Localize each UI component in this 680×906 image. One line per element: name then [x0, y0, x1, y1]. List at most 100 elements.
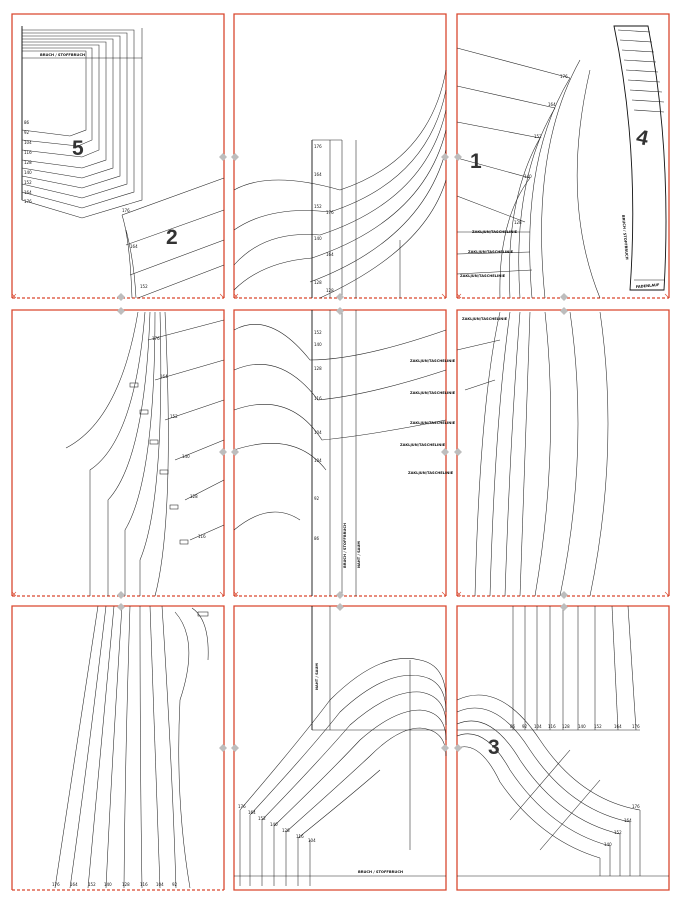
pocket-line-b2-4: ZAKLJUN/TASCHELINIE — [400, 443, 446, 447]
hem-label-c2: NAHT / SAUM — [315, 663, 319, 690]
tile-c1: 176 164 152 140 128 116 104 92 — [11, 603, 227, 891]
svg-text:86: 86 — [510, 724, 516, 729]
svg-text:164: 164 — [130, 244, 138, 249]
tile-a1: BRUCH / STOFFBRUCH 5 86 92 104 116 128 1… — [11, 13, 227, 301]
piece-number-2: 2 — [166, 226, 178, 249]
fold-label-c2: BRUCH / STOFFBRUCH — [358, 870, 403, 874]
svg-text:152: 152 — [534, 134, 542, 139]
pocket-line-b2-2: ZAKLJUN/TASCHELINIE — [410, 391, 456, 395]
svg-text:140: 140 — [524, 174, 532, 179]
svg-text:92: 92 — [314, 496, 320, 501]
tile-b2: ZAKLJUN/TASCHELINIE ZAKLJUN/TASCHELINIE … — [231, 307, 456, 599]
tile-b3: ZAKLJUN/TASCHELINIE — [454, 307, 670, 599]
crop-marks — [11, 293, 670, 597]
svg-text:116: 116 — [140, 882, 148, 887]
svg-text:92: 92 — [522, 724, 528, 729]
svg-text:104: 104 — [24, 140, 32, 145]
svg-text:176: 176 — [632, 804, 640, 809]
hem-label-b2: NAHT / SAUM — [357, 541, 361, 568]
svg-text:152: 152 — [170, 414, 178, 419]
svg-text:152: 152 — [88, 882, 96, 887]
svg-text:176: 176 — [24, 199, 32, 204]
fold-label-b2: BRUCH / STOFFBRUCH — [343, 523, 347, 568]
pattern-piece-5: BRUCH / STOFFBRUCH 5 86 92 104 116 128 1… — [21, 26, 143, 219]
svg-text:116: 116 — [24, 150, 32, 155]
svg-text:164: 164 — [314, 172, 322, 177]
svg-text:86: 86 — [314, 536, 320, 541]
svg-text:152: 152 — [140, 284, 148, 289]
svg-text:116: 116 — [314, 396, 322, 401]
svg-text:164: 164 — [160, 374, 168, 379]
svg-text:176: 176 — [52, 882, 60, 887]
svg-text:128: 128 — [282, 828, 290, 833]
svg-text:92: 92 — [172, 882, 178, 887]
svg-text:128: 128 — [314, 366, 322, 371]
svg-text:128: 128 — [562, 724, 570, 729]
pocket-line-2: ZAKLJUN/TASCHELINIE — [468, 250, 514, 254]
tile-c2: BRUCH / STOFFBRUCH NAHT / SAUM 176 164 1… — [231, 603, 449, 891]
svg-text:176: 176 — [560, 74, 568, 79]
svg-text:128: 128 — [326, 288, 334, 293]
svg-text:140: 140 — [314, 342, 322, 347]
svg-text:116: 116 — [198, 534, 206, 539]
svg-text:152: 152 — [24, 180, 32, 185]
pocket-line-b2-1: ZAKLJUN/TASCHELINIE — [410, 359, 456, 363]
tile-a2: 176 164 152 140 128 176 164 128 — [231, 13, 449, 301]
svg-text:176: 176 — [314, 144, 322, 149]
svg-text:164: 164 — [70, 882, 78, 887]
pattern-piece-1: 1 ZAKLJUN/TASCHELINIE ZAKLJUN/TASCHELINI… — [456, 47, 601, 299]
tile-c3: 3 86 92 104 116 128 140 152 164 176 176 … — [454, 603, 670, 891]
svg-text:140: 140 — [314, 236, 322, 241]
svg-text:176: 176 — [326, 210, 334, 215]
svg-text:164: 164 — [614, 724, 622, 729]
svg-text:128: 128 — [314, 280, 322, 285]
svg-text:140: 140 — [270, 822, 278, 827]
pocket-line-b2-5: ZAKLJUN/TASCHELINIE — [408, 471, 454, 475]
svg-text:176: 176 — [632, 724, 640, 729]
svg-text:140: 140 — [24, 170, 32, 175]
svg-text:128: 128 — [190, 494, 198, 499]
piece-number-5: 5 — [72, 137, 84, 160]
svg-text:164: 164 — [548, 102, 556, 107]
svg-text:140: 140 — [578, 724, 586, 729]
svg-text:92: 92 — [24, 130, 30, 135]
grain-label-4: FADENLAUF — [636, 283, 660, 289]
svg-text:86: 86 — [24, 120, 30, 125]
piece-number-4: 4 — [634, 125, 651, 150]
svg-text:128: 128 — [122, 882, 130, 887]
svg-text:116: 116 — [296, 834, 304, 839]
fold-label-5: BRUCH / STOFFBRUCH — [40, 53, 85, 57]
svg-text:164: 164 — [624, 818, 632, 823]
svg-text:164: 164 — [326, 252, 334, 257]
pocket-line-1: ZAKLJUN/TASCHELINIE — [472, 230, 518, 234]
pattern-piece-4: 4 BRUCH / STOFFBRUCH FADENLAUF — [613, 25, 667, 291]
svg-text:176: 176 — [238, 804, 246, 809]
svg-text:104: 104 — [534, 724, 542, 729]
svg-text:140: 140 — [182, 454, 190, 459]
svg-text:164: 164 — [248, 810, 256, 815]
pocket-line-b3: ZAKLJUN/TASCHELINIE — [462, 317, 508, 321]
svg-text:104: 104 — [156, 882, 164, 887]
piece-number-1: 1 — [470, 150, 482, 173]
svg-text:116: 116 — [548, 724, 556, 729]
svg-text:140: 140 — [604, 842, 612, 847]
pocket-line-b2-3: ZAKLJUN/TASCHELINIE — [410, 421, 456, 425]
svg-text:104: 104 — [308, 838, 316, 843]
svg-text:128: 128 — [24, 160, 32, 165]
svg-text:164: 164 — [24, 190, 32, 195]
svg-text:140: 140 — [104, 882, 112, 887]
piece-number-3: 3 — [488, 736, 500, 759]
svg-text:152: 152 — [314, 330, 322, 335]
tile-b1: 176 164 152 140 128 116 — [11, 307, 227, 599]
svg-text:104: 104 — [314, 430, 322, 435]
pattern-piece-2: 2 176 164 152 — [121, 177, 225, 299]
tile-a3: 1 ZAKLJUN/TASCHELINIE ZAKLJUN/TASCHELINI… — [454, 13, 670, 301]
svg-text:152: 152 — [614, 830, 622, 835]
svg-text:152: 152 — [314, 204, 322, 209]
svg-text:176: 176 — [152, 336, 160, 341]
svg-text:104: 104 — [314, 458, 322, 463]
pocket-line-3: ZAKLJUN/TASCHELINIE — [460, 274, 506, 278]
svg-text:152: 152 — [594, 724, 602, 729]
svg-text:176: 176 — [122, 208, 130, 213]
